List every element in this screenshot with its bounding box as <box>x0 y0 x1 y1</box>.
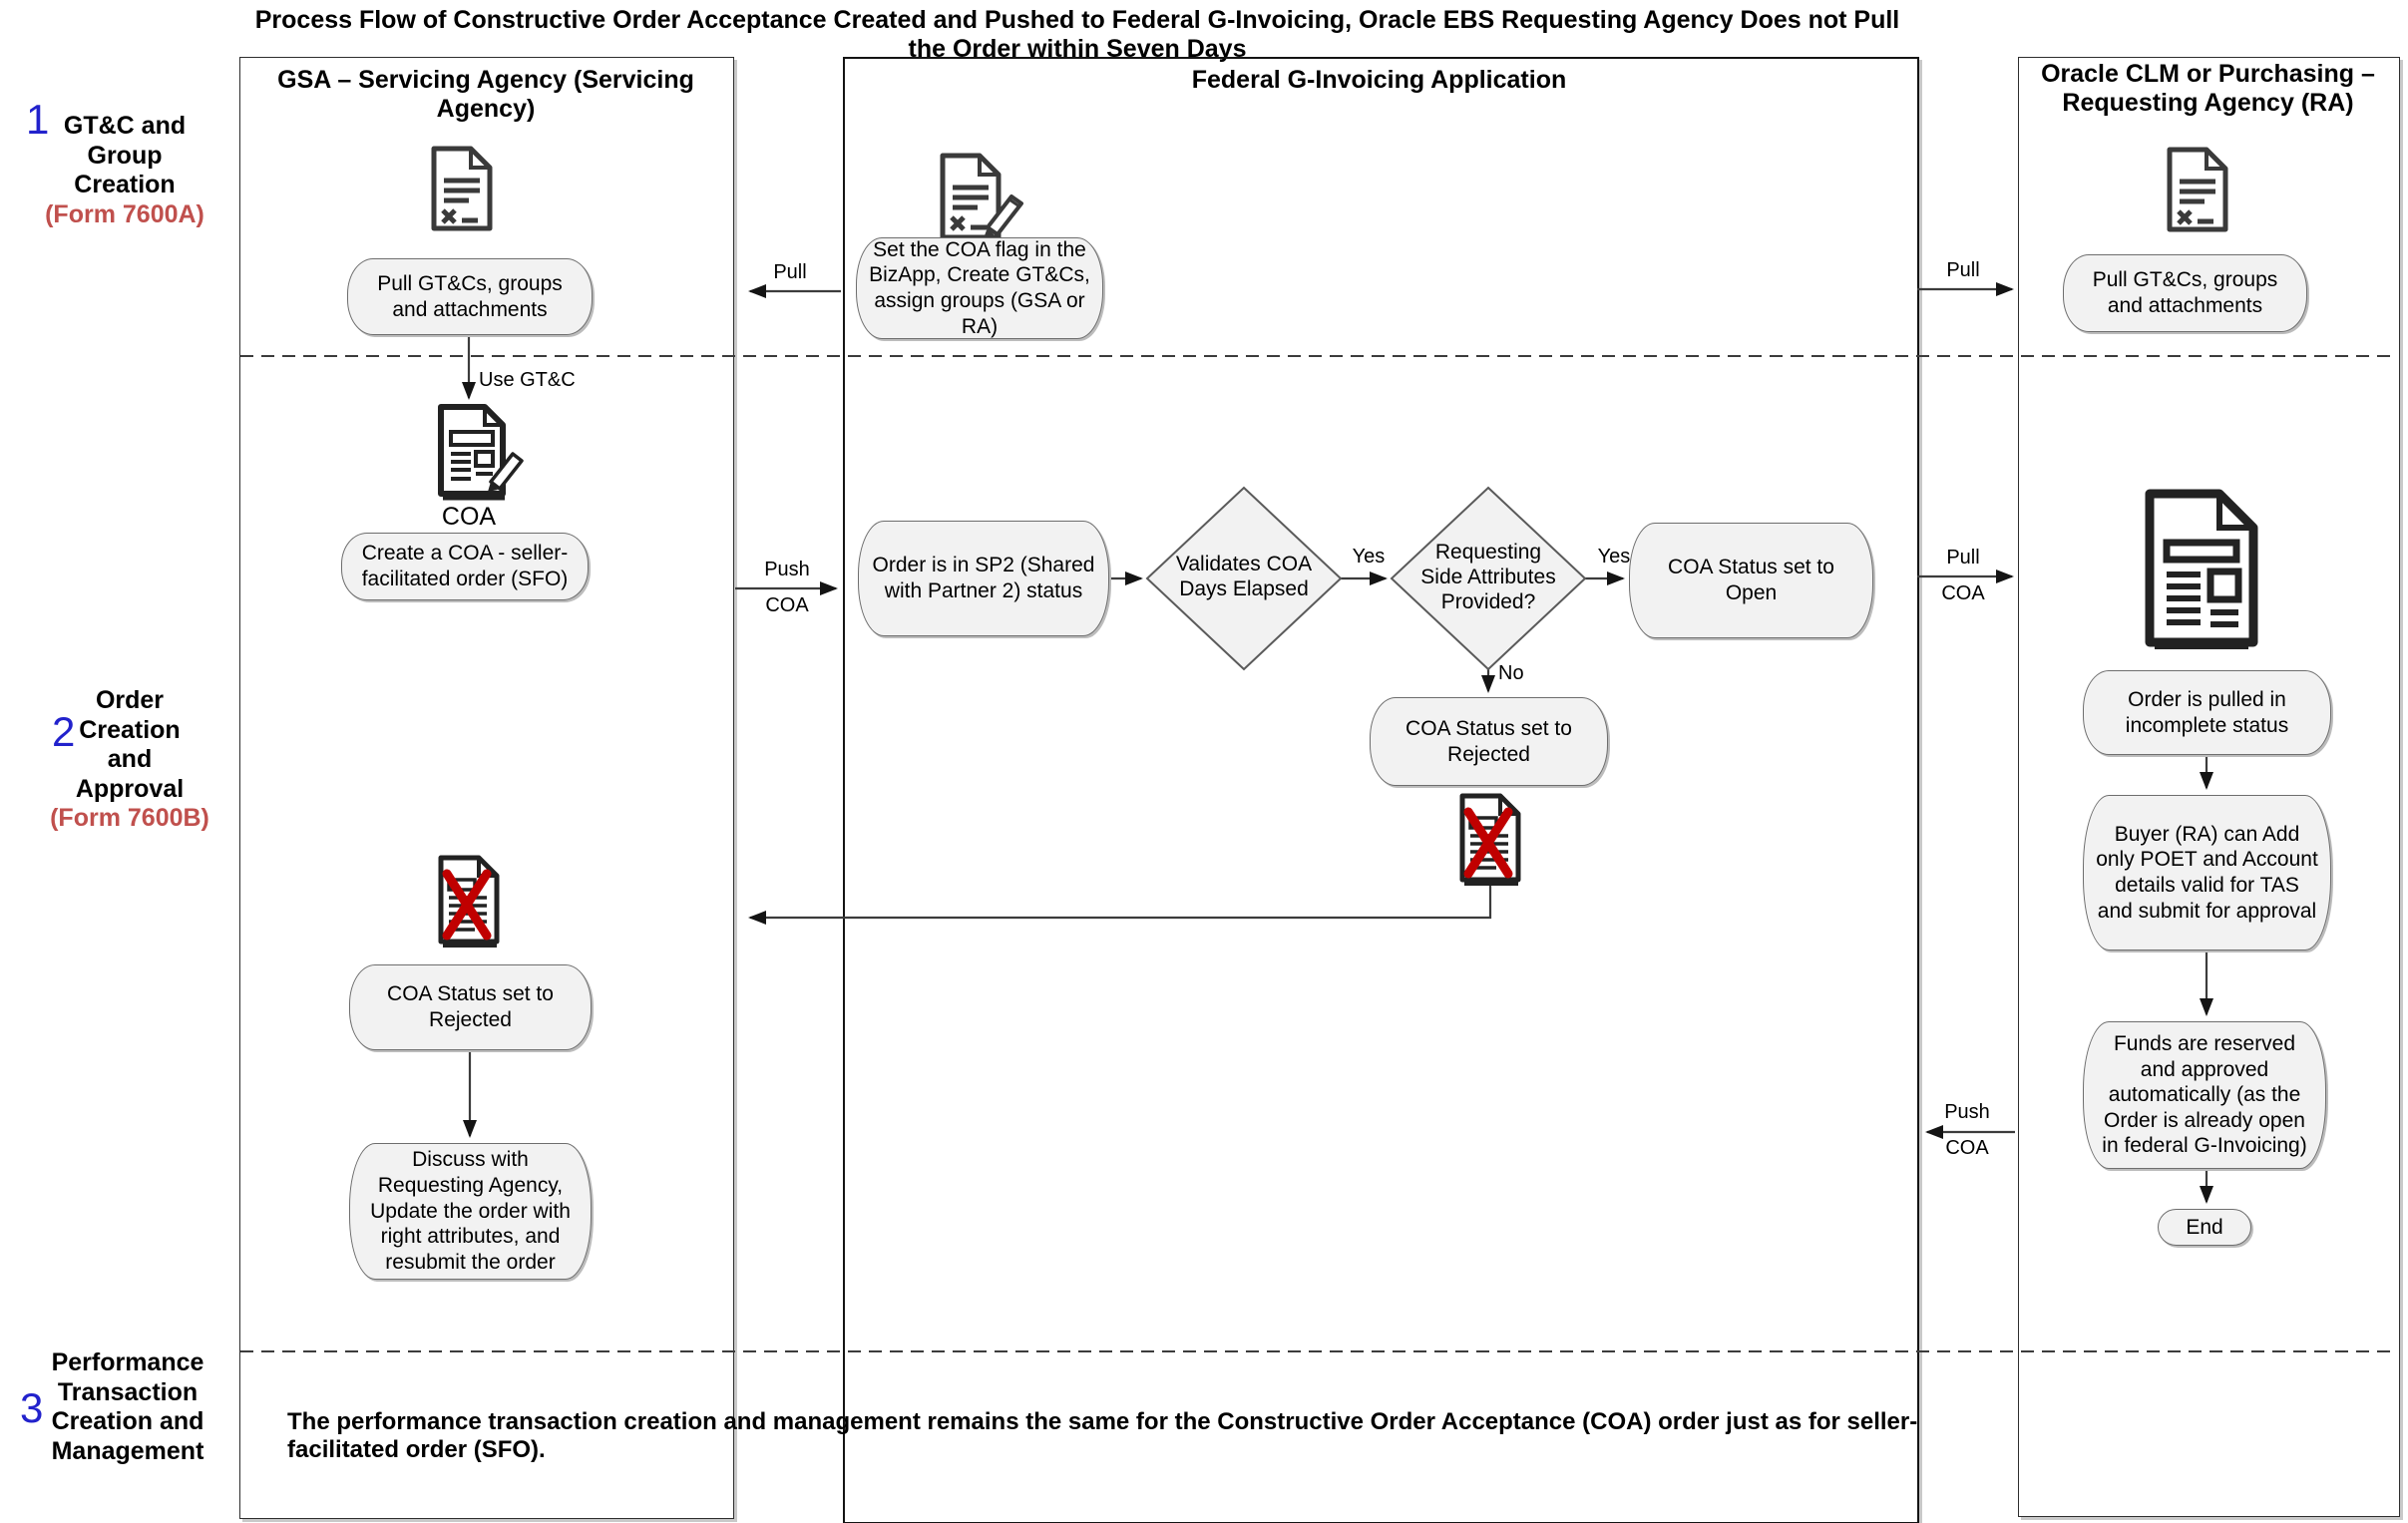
node-ra-buyer-poet: Buyer (RA) can Add only POET and Account… <box>2083 795 2331 951</box>
node-ra-pull-gtcs: Pull GT&Cs, groups and attachments <box>2063 254 2307 332</box>
lane-federal-header: Federal G-Invoicing Application <box>1191 66 1567 94</box>
edge-label-push-left-coa: COA <box>765 594 809 616</box>
edge-label-pull-coa: Pull <box>1946 547 1980 569</box>
edge-label-push-right: Push <box>1944 1101 1990 1123</box>
phase-1-form: (Form 7600A) <box>45 199 204 228</box>
rejected-document-icon <box>438 855 500 948</box>
decision-validates-coa-shape <box>1145 486 1343 671</box>
phase-divider-2 <box>240 1350 2398 1353</box>
edge-label-pull-coa-coa: COA <box>1941 582 1985 604</box>
phase-1-number: 1 <box>26 96 50 143</box>
phase-2-form: (Form 7600B) <box>50 804 209 832</box>
coa-document-icon <box>438 404 524 501</box>
node-end-terminator: End <box>2158 1209 2251 1246</box>
rejected-document-icon <box>1459 793 1521 886</box>
edge-label-use-gtc: Use GT&C <box>479 369 576 391</box>
coa-icon-caption: COA <box>441 503 497 531</box>
lane-gsa-servicing-agency <box>239 57 734 1519</box>
decision-requesting-attrs-shape <box>1390 486 1587 671</box>
phase-2-number: 2 <box>52 708 76 755</box>
phase-3-title: Performance Transaction Creation and Man… <box>51 1348 204 1465</box>
node-gsa-status-rejected: COA Status set to Rejected <box>349 964 592 1050</box>
phase-3-label: Performance Transaction Creation and Man… <box>38 1348 217 1466</box>
edge-label-yes-1: Yes <box>1352 546 1386 568</box>
phase-1-title: GT&C and Group Creation <box>63 112 187 198</box>
document-edit-icon <box>940 153 1023 240</box>
phase-2-title: Order Creation and Approval <box>75 686 185 803</box>
node-ra-incomplete-status: Order is pulled in incomplete status <box>2083 670 2331 755</box>
lane-oracle-header: Oracle CLM or Purchasing – Requesting Ag… <box>2041 60 2375 117</box>
performance-note: The performance transaction creation and… <box>287 1408 1918 1463</box>
edge-label-yes-2: Yes <box>1597 546 1631 568</box>
newspaper-icon <box>2145 489 2258 649</box>
node-fed-sp2-status: Order is in SP2 (Shared with Partner 2) … <box>858 521 1109 636</box>
phase-1-label: GT&C and Group Creation (Form 7600A) <box>40 112 209 229</box>
node-fed-status-open: COA Status set to Open <box>1629 523 1873 638</box>
decision-validates-coa: Validates COA Days Elapsed <box>1175 553 1313 601</box>
edge-label-pull-left: Pull <box>773 261 807 283</box>
node-gsa-pull-gtcs: Pull GT&Cs, groups and attachments <box>347 258 593 335</box>
edge-label-push-left: Push <box>764 559 810 580</box>
phase-3-number: 3 <box>20 1384 44 1431</box>
edge-label-no: No <box>1498 662 1524 684</box>
phase-2-label: Order Creation and Approval (Form 7600B) <box>45 686 214 834</box>
page-title: Process Flow of Constructive Order Accep… <box>254 6 1900 63</box>
node-gsa-discuss: Discuss with Requesting Agency, Update t… <box>349 1143 592 1280</box>
decision-requesting-attrs: Requesting Side Attributes Provided? <box>1420 541 1556 614</box>
node-fed-status-rejected: COA Status set to Rejected <box>1370 697 1608 786</box>
lane-gsa-header: GSA – Servicing Agency (Servicing Agency… <box>277 66 694 123</box>
edge-label-pull-right: Pull <box>1946 259 1980 281</box>
edge-label-push-right-coa: COA <box>1945 1137 1989 1159</box>
lane-oracle-clm-requesting-agency <box>2018 57 2400 1517</box>
document-x-icon <box>2167 147 2228 232</box>
document-x-icon <box>431 146 493 231</box>
node-fed-set-coa-flag: Set the COA flag in the BizApp, Create G… <box>856 237 1103 339</box>
node-gsa-create-coa: Create a COA - seller-facilitated order … <box>341 533 589 600</box>
phase-divider-1 <box>240 355 2398 358</box>
node-ra-funds-reserved: Funds are reserved and approved automati… <box>2083 1021 2326 1169</box>
